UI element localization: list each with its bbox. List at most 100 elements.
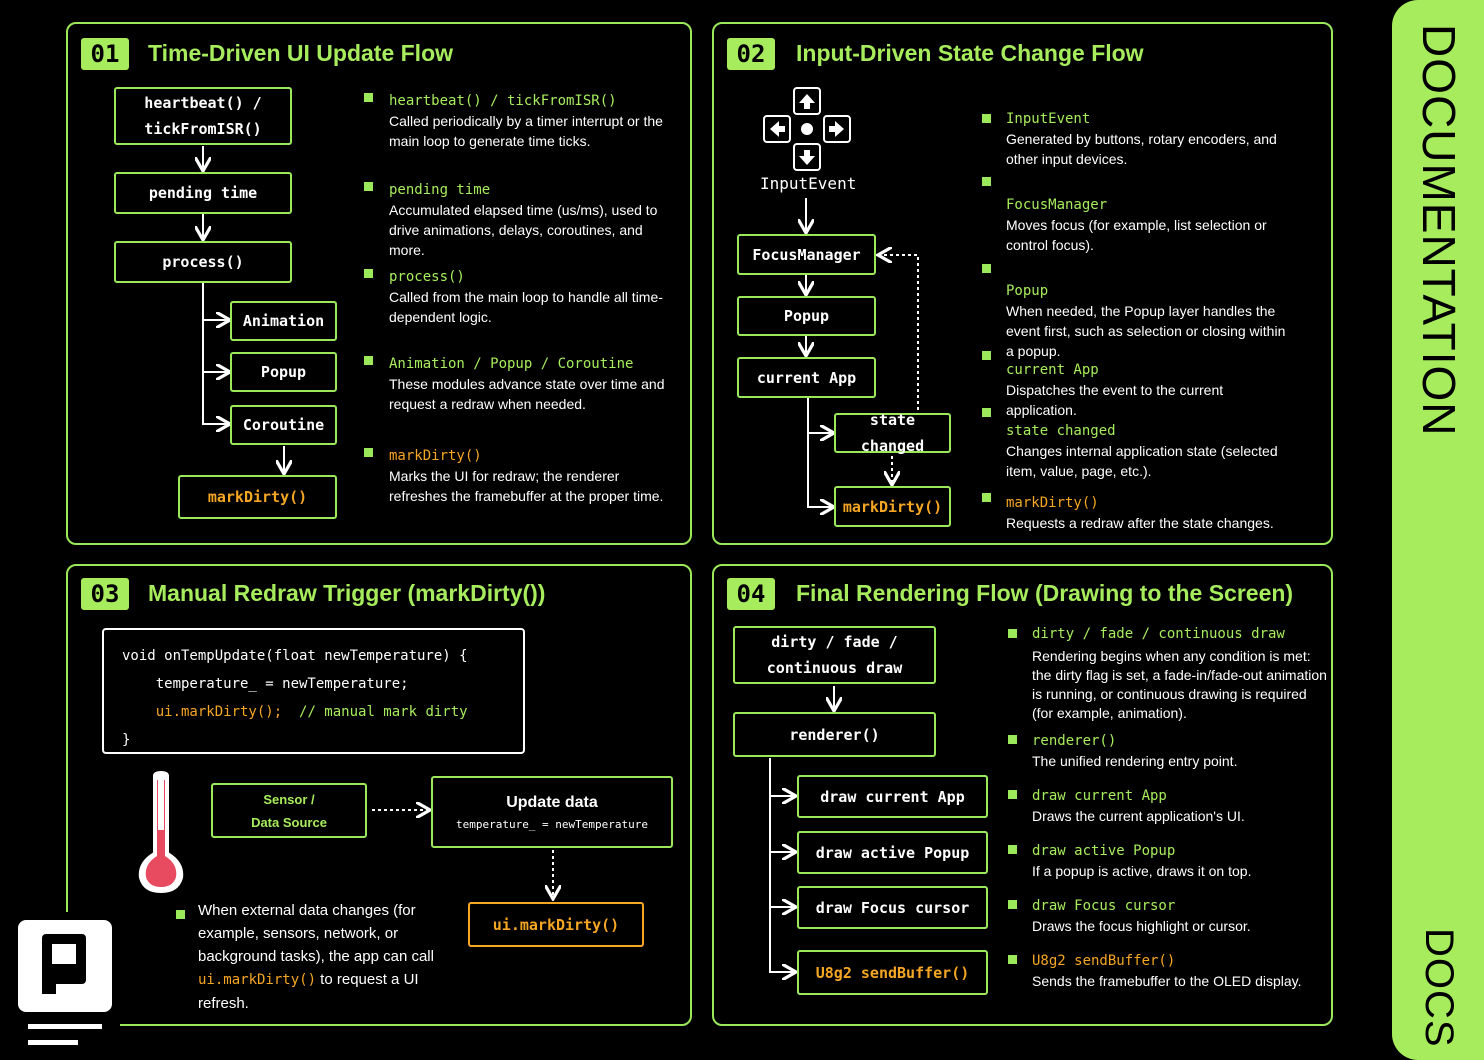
node-draw-active-popup: draw active Popup [797,831,988,874]
desc-process: process() Called from the main loop to h… [389,267,669,327]
desc-key: state changed [1006,423,1116,439]
bullet-icon [982,114,991,123]
node-focusmanager: FocusManager [737,234,876,275]
desc-key: process() [389,269,465,285]
panel1-title: Time-Driven UI Update Flow [148,40,454,66]
note-text: When external data changes (for example,… [198,902,434,965]
bullet-icon [1008,955,1017,964]
panel4-title: Final Rendering Flow (Drawing to the Scr… [796,580,1294,606]
desc-key: renderer() [1032,733,1117,749]
bullet-icon [364,93,373,102]
desc-heartbeat: heartbeat() / tickFromISR() Called perio… [389,91,679,151]
node-popup2: Popup [737,296,876,336]
desc-key: dirty / fade / continuous draw [1032,626,1285,642]
node-animation: Animation [230,301,337,341]
desc-current-app: current App Dispatches the event to the … [1006,360,1296,420]
node-process: process() [114,241,292,283]
node-heartbeat: heartbeat() / tickFromISR() [114,87,292,145]
node-heartbeat-line2: tickFromISR() [144,120,262,138]
desc-key: draw active Popup [1032,843,1176,859]
desc-key: markDirty() [389,448,482,464]
desc-text: These modules advance state over time an… [389,376,665,412]
update-data-title: Update data [506,794,598,811]
desc-text: Marks the UI for redraw; the renderer re… [389,468,664,504]
bullet-icon [982,408,991,417]
desc-manual-note: When external data changes (for example,… [198,899,443,1015]
node-state-changed: state changed [834,411,951,455]
desc-text: Generated by buttons, rotary encoders, a… [1006,131,1277,167]
bullet-icon [364,356,373,365]
node-update-data: Update data temperature_ = newTemperatur… [431,776,673,848]
desc-draw-app: draw current App Draws the current appli… [1032,786,1322,826]
bullet-icon [982,493,991,502]
desc-key: FocusManager [1006,197,1108,213]
bullet-icon [982,177,991,186]
desc-modules: Animation / Popup / Coroutine These modu… [389,354,669,414]
bullet-icon [1008,629,1017,638]
node-sensor-line1: Sensor / [263,791,315,807]
bullet-icon [176,910,185,919]
panel-time-driven [66,22,692,545]
desc-text: Called from the main loop to handle all … [389,289,663,325]
desc-markdirty: markDirty() Marks the UI for redraw; the… [389,446,664,506]
code-comment: // manual mark dirty [299,704,468,720]
desc-popup: Popup When needed, the Popup layer handl… [1006,281,1296,361]
desc-text: Changes internal application state (sele… [1006,443,1278,479]
node-popup: Popup [230,352,337,392]
node-markdirty: markDirty() [178,475,337,519]
bullet-icon [364,269,373,278]
bullet-icon [1008,900,1017,909]
bullet-icon [364,448,373,457]
note-code: ui.markDirty() [198,972,317,988]
node-pending-time: pending time [114,172,292,214]
node-sensor-line2: Data Source [251,814,327,830]
panel3-title: Manual Redraw Trigger (markDirty()) [148,580,546,606]
dpad-icon [763,87,851,171]
desc-text: Moves focus (for example, list selection… [1006,217,1267,253]
desc-text: Draws the focus highlight or cursor. [1032,918,1251,934]
node-dirty-line1: dirty / fade / [771,633,898,651]
sidebar-tab-docs[interactable]: DOCS [1417,928,1461,1048]
panel-input-driven [712,22,1333,545]
desc-draw-popup: draw active Popup If a popup is active, … [1032,841,1322,881]
panel-manual-redraw [66,564,692,1026]
desc-text: Rendering begins when any condition is m… [1032,648,1327,721]
desc-key: Animation / Popup / Coroutine [389,356,634,372]
node-dirty-line2: continuous draw [766,659,903,677]
desc-renderer: renderer() The unified rendering entry p… [1032,731,1322,771]
note-text: to request a UI refresh. [198,971,419,1012]
code-line: void onTempUpdate(float newTemperature) … [122,648,468,664]
panel2-number: 02 [727,38,775,70]
update-data-sub: temperature_ = newTemperature [455,818,649,831]
desc-key: InputEvent [1006,111,1091,127]
desc-key: Popup [1006,283,1049,299]
thermometer-icon [136,768,186,896]
desc-state-changed: state changed Changes internal applicati… [1006,421,1296,481]
bullet-icon [1008,735,1017,744]
desc-focusmanager: FocusManager Moves focus (for example, l… [1006,195,1296,255]
panel4-number: 04 [727,578,775,610]
desc-sendbuffer: U8g2 sendBuffer() Sends the framebuffer … [1032,951,1327,991]
node-inputevent: InputEvent [760,174,857,193]
documentation-sidebar: DOCUMENTATION DOCS [1392,0,1484,1060]
code-block: void onTempUpdate(float newTemperature) … [102,628,525,754]
code-line: ui.markDirty(); [155,704,283,720]
logo-line-icon [28,1024,102,1029]
bullet-icon [982,351,991,360]
desc-dirty: dirty / fade / continuous draw Rendering… [1032,625,1327,723]
desc-key: heartbeat() / tickFromISR() [389,93,617,109]
desc-pending: pending time Accumulated elapsed time (u… [389,180,669,260]
node-coroutine: Coroutine [230,405,337,445]
node-dirty-fade: dirty / fade / continuous draw [733,626,936,684]
desc-key: markDirty() [1006,495,1099,511]
desc-inputevent: InputEvent Generated by buttons, rotary … [1006,109,1296,169]
node-heartbeat-line1: heartbeat() / [144,94,262,112]
desc-key: pending time [389,182,491,198]
desc-key: U8g2 sendBuffer() [1032,953,1176,969]
bullet-icon [1008,790,1017,799]
desc-text: Sends the framebuffer to the OLED displa… [1032,973,1302,989]
panel2-title: Input-Driven State Change Flow [796,40,1144,66]
node-draw-current-app: draw current App [797,775,988,818]
panel1-number: 01 [81,38,129,70]
